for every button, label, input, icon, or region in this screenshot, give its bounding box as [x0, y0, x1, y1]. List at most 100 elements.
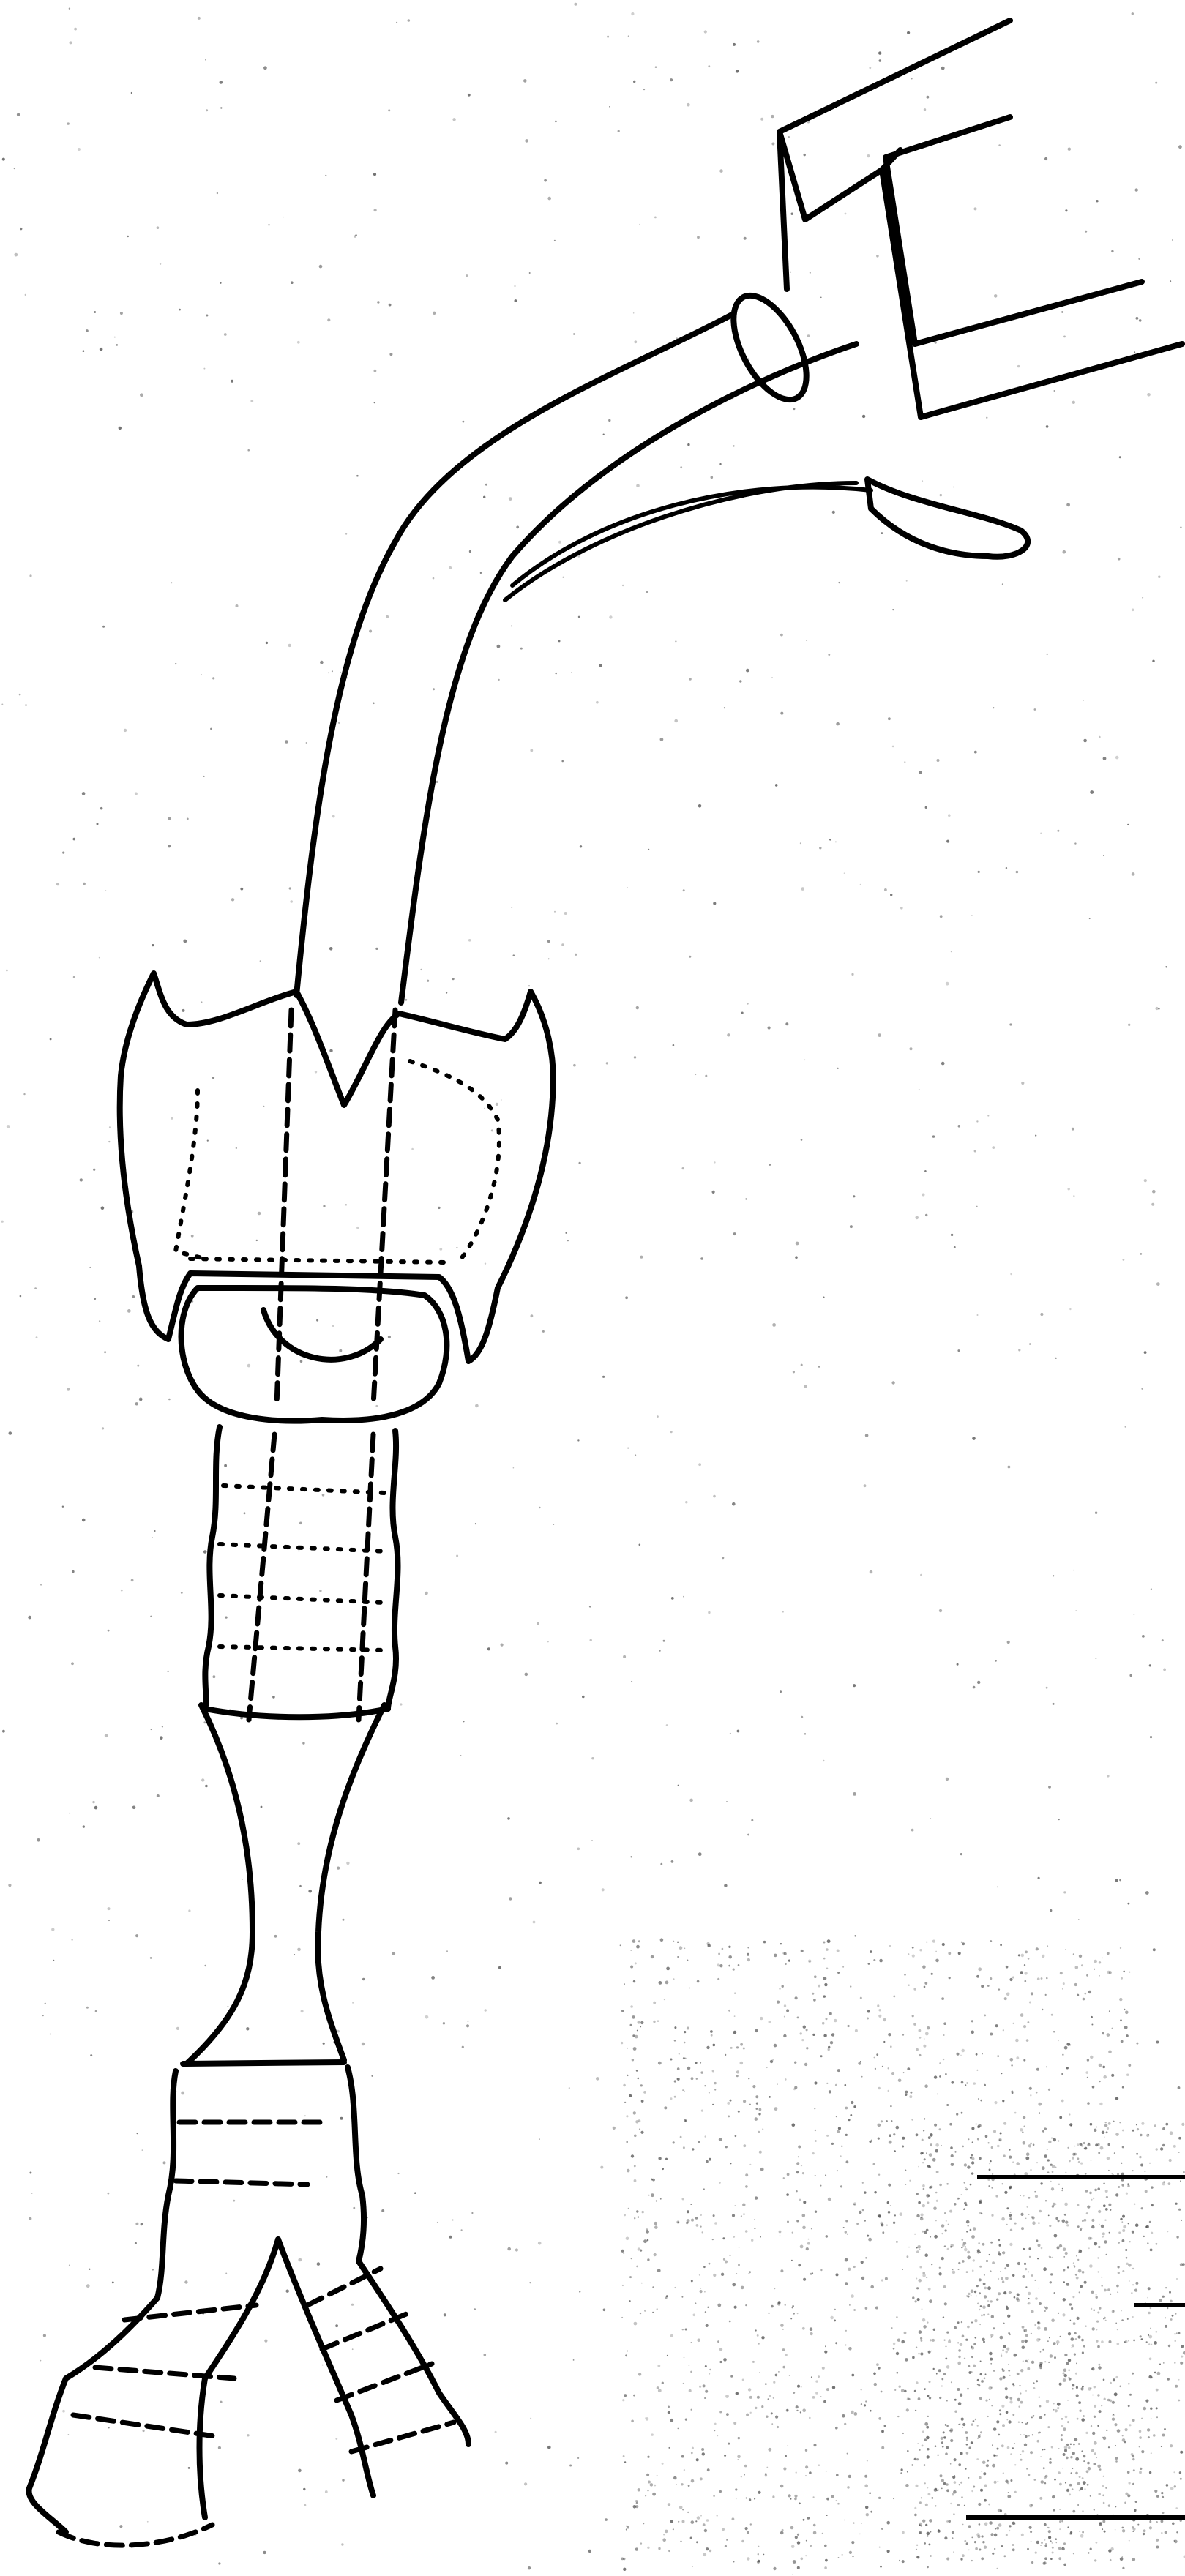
- speckle-dot: [954, 1246, 956, 1248]
- speckle-dot: [1008, 2370, 1010, 2372]
- speckle-dot: [929, 2381, 931, 2383]
- speckle-dot: [1052, 2547, 1054, 2549]
- speckle-dot: [1027, 2206, 1028, 2208]
- speckle-dot: [849, 2551, 852, 2554]
- speckle-dot: [921, 2213, 924, 2216]
- speckle-dot: [796, 2162, 799, 2165]
- speckle-dot: [976, 2285, 979, 2287]
- speckle-dot: [388, 109, 390, 111]
- speckle-dot: [42, 2015, 44, 2016]
- speckle-dot: [462, 2046, 464, 2048]
- speckle-dot: [1062, 2054, 1063, 2056]
- speckle-dot: [977, 1681, 980, 1684]
- speckle-dot: [958, 1125, 961, 1128]
- speckle-dot: [795, 1256, 798, 1259]
- speckle-dot: [831, 2495, 834, 2498]
- speckle-dot: [298, 2258, 302, 2262]
- speckle-dot: [1165, 966, 1167, 967]
- speckle-dot: [916, 2347, 917, 2348]
- speckle-dot: [67, 122, 70, 124]
- speckle-dot: [621, 2317, 623, 2318]
- speckle-dot: [924, 1170, 927, 1172]
- speckle-dot: [726, 2413, 729, 2416]
- speckle-dot: [1099, 1961, 1101, 1963]
- speckle-dot: [722, 2237, 725, 2239]
- speckle-dot: [981, 2557, 984, 2560]
- speckle-dot: [965, 2187, 967, 2188]
- speckle-dot: [939, 2075, 941, 2078]
- speckle-dot: [808, 2239, 810, 2240]
- speckle-dot: [634, 2179, 637, 2182]
- speckle-dot: [727, 1033, 730, 1036]
- speckle-dot: [1089, 2264, 1093, 2268]
- speckle-dot: [1053, 2509, 1055, 2512]
- speckle-dot: [717, 2304, 721, 2307]
- speckle-dot: [984, 2015, 986, 2017]
- speckle-dot: [967, 2225, 969, 2227]
- speckle-dot: [449, 2236, 452, 2239]
- speckle-dot: [631, 2154, 634, 2157]
- speckle-dot: [931, 1973, 933, 1975]
- speckle-dot: [640, 2542, 642, 2544]
- speckle-dot: [1148, 2134, 1149, 2135]
- speckle-dot: [733, 2236, 735, 2238]
- speckle-dot: [896, 2352, 899, 2355]
- speckle-dot: [1099, 2224, 1100, 2225]
- tube-wall-outer: [296, 315, 732, 995]
- speckle-dot: [755, 2117, 758, 2121]
- speckle-dot: [1148, 2436, 1150, 2438]
- speckle-dot: [979, 2252, 981, 2253]
- speckle-dot: [23, 1093, 25, 1095]
- speckle-dot: [984, 2378, 986, 2380]
- speckle-dot: [1148, 2375, 1152, 2379]
- speckle-dot: [1077, 1994, 1079, 1996]
- speckle-dot: [1003, 2555, 1006, 2557]
- speckle-dot: [721, 2273, 724, 2276]
- speckle-dot: [1094, 2463, 1096, 2465]
- speckle-dot: [623, 1655, 626, 1658]
- speckle-dot: [1003, 2291, 1006, 2294]
- speckle-dot: [986, 417, 987, 419]
- speckle-dot: [1162, 2144, 1165, 2147]
- speckle-dot: [218, 2446, 221, 2449]
- speckle-dot: [14, 168, 15, 169]
- speckle-dot: [886, 2120, 888, 2122]
- speckle-dot: [1064, 2354, 1067, 2356]
- speckle-dot: [1039, 2112, 1040, 2113]
- speckle-dot: [654, 217, 657, 219]
- speckle-dot: [794, 2498, 797, 2501]
- speckle-dot: [1134, 2204, 1136, 2206]
- speckle-dot: [900, 2472, 902, 2474]
- speckle-dot: [681, 2296, 683, 2298]
- speckle-dot: [870, 1570, 873, 1574]
- speckle-dot: [157, 226, 160, 229]
- speckle-dot: [676, 2484, 677, 2485]
- speckle-dot: [2, 158, 5, 161]
- speckle-dot: [120, 312, 123, 315]
- speckle-dot: [802, 2226, 806, 2230]
- speckle-dot: [622, 2399, 624, 2401]
- speckle-dot: [814, 2108, 815, 2109]
- speckle-dot: [696, 2078, 698, 2080]
- speckle-dot: [1044, 2482, 1046, 2484]
- speckle-dot: [656, 2200, 657, 2201]
- speckle-dot: [758, 2131, 760, 2133]
- speckle-dot: [728, 2116, 730, 2118]
- speckle-dot: [792, 2307, 793, 2308]
- speckle-dot: [1059, 2116, 1062, 2119]
- speckle-dot: [1028, 2021, 1030, 2023]
- speckle-dot: [733, 2422, 736, 2425]
- speckle-dot: [338, 722, 340, 724]
- speckle-dot: [951, 2244, 954, 2247]
- speckle-dot: [942, 2446, 944, 2448]
- speckle-dot: [1175, 2507, 1178, 2509]
- speckle-dot: [714, 2430, 715, 2431]
- speckle-dot: [1111, 250, 1113, 252]
- speckle-dot: [341, 2543, 343, 2545]
- speckle-dot: [961, 2081, 964, 2084]
- speckle-dot: [1180, 527, 1181, 528]
- speckle-dot: [1025, 2340, 1028, 2343]
- speckle-dot: [1156, 1282, 1160, 1286]
- speckle-dot: [1019, 2385, 1020, 2386]
- speckle-dot: [1131, 2292, 1132, 2294]
